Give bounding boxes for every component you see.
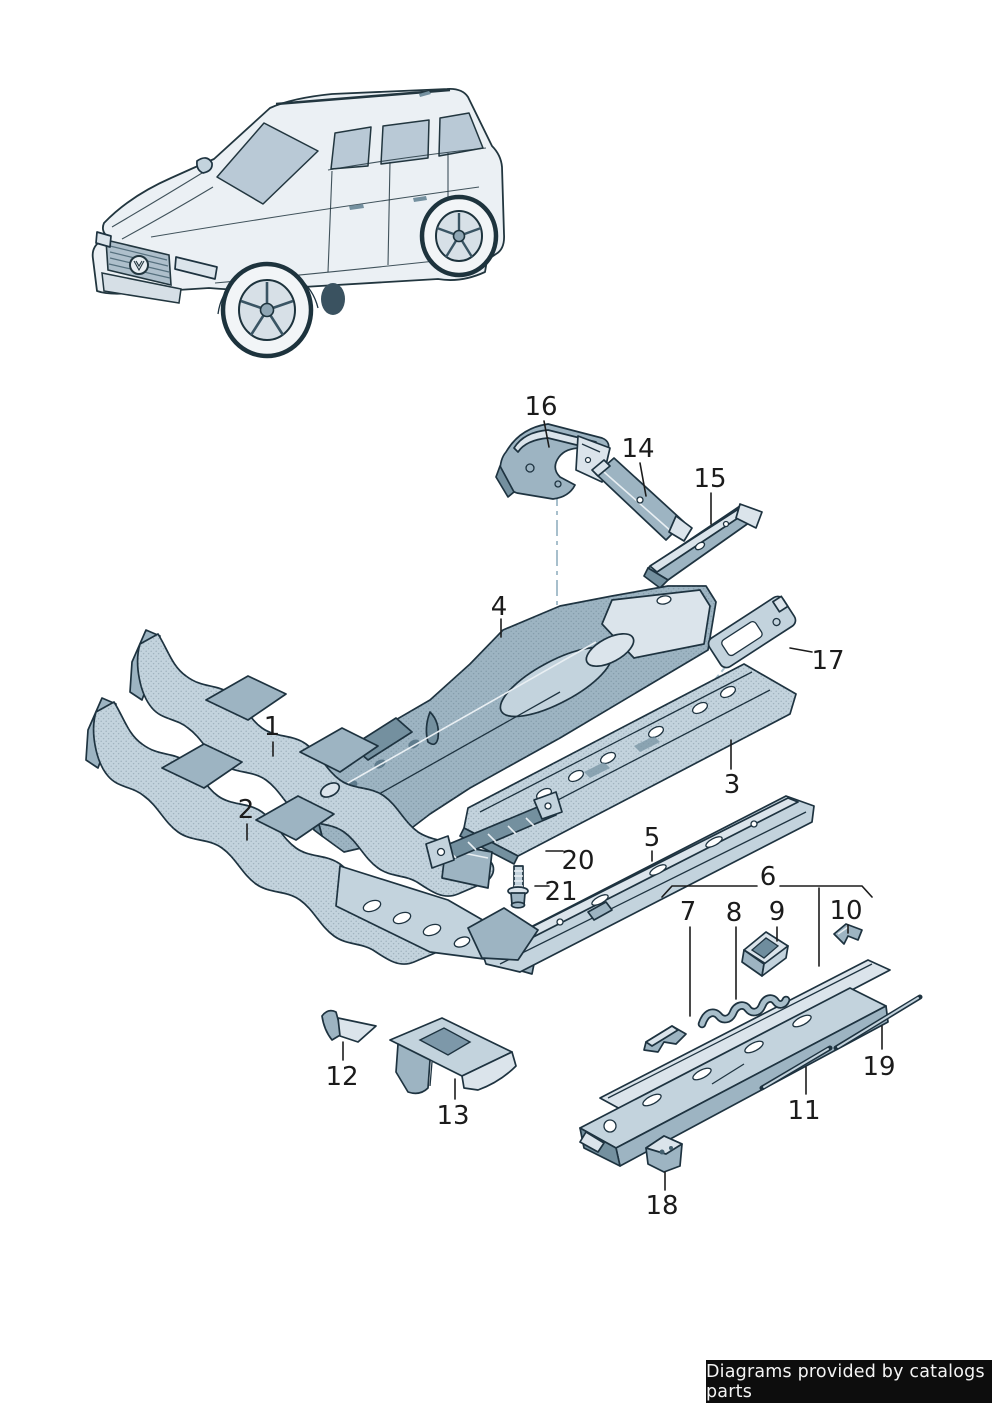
windshield bbox=[216, 122, 319, 205]
part-callout-18[interactable]: 18 bbox=[645, 1191, 678, 1221]
side-window bbox=[438, 112, 484, 157]
part-18-shape bbox=[645, 1135, 683, 1173]
part-10-shape bbox=[833, 923, 863, 945]
part-callout-3[interactable]: 3 bbox=[724, 770, 741, 800]
part-callout-1[interactable]: 1 bbox=[264, 712, 281, 742]
part-callout-20[interactable]: 20 bbox=[561, 846, 594, 876]
part-8-shape bbox=[697, 994, 791, 1029]
headlight bbox=[95, 231, 112, 248]
part-callout-10[interactable]: 10 bbox=[829, 896, 862, 926]
front-bumper bbox=[101, 272, 182, 304]
part-14-shape bbox=[591, 457, 693, 542]
part-callout-9[interactable]: 9 bbox=[769, 897, 786, 927]
side-window bbox=[330, 126, 372, 170]
leader-lines bbox=[246, 420, 883, 1191]
part-2-shape bbox=[85, 697, 539, 975]
part-callout-11[interactable]: 11 bbox=[787, 1096, 820, 1126]
part-callout-7[interactable]: 7 bbox=[680, 897, 697, 927]
headlight bbox=[174, 256, 218, 280]
part-callout-6[interactable]: 6 bbox=[760, 862, 777, 892]
part-17-shape bbox=[707, 595, 797, 669]
door-handles bbox=[349, 196, 427, 210]
side-window bbox=[380, 119, 430, 165]
far-wheel-shadow bbox=[321, 283, 345, 315]
part-20-shape bbox=[425, 791, 563, 869]
vehicle-illustration bbox=[91, 88, 505, 359]
part-5-shape bbox=[467, 795, 815, 973]
part-12-shape bbox=[321, 1009, 377, 1043]
part-callout-13[interactable]: 13 bbox=[436, 1101, 469, 1131]
part-callout-15[interactable]: 15 bbox=[693, 464, 726, 494]
part-16-shape bbox=[495, 423, 611, 500]
rear-wheel bbox=[419, 194, 499, 278]
part-7-shape bbox=[643, 1025, 687, 1053]
part-callout-2[interactable]: 2 bbox=[238, 795, 255, 825]
part-callout-5[interactable]: 5 bbox=[644, 823, 661, 853]
part-21-shape bbox=[507, 865, 529, 909]
part-6-shape bbox=[579, 959, 891, 1167]
part-callout-4[interactable]: 4 bbox=[491, 592, 508, 622]
footer-credit-bar: Diagrams provided by catalogs parts bbox=[706, 1360, 992, 1403]
part-callout-16[interactable]: 16 bbox=[524, 392, 557, 422]
part-callout-12[interactable]: 12 bbox=[325, 1062, 358, 1092]
part-4-shape bbox=[305, 585, 717, 853]
front-wheel bbox=[220, 261, 314, 359]
part-19-shape bbox=[833, 994, 923, 1051]
footer-credit-text: Diagrams provided by catalogs parts bbox=[706, 1361, 985, 1402]
part-callout-8[interactable]: 8 bbox=[726, 898, 743, 928]
roof-rail bbox=[275, 88, 451, 106]
roof-antenna bbox=[419, 91, 431, 97]
side-mirror bbox=[196, 157, 213, 174]
part-callout-14[interactable]: 14 bbox=[621, 434, 654, 464]
part-11-shape bbox=[759, 1045, 833, 1091]
part-13-shape bbox=[389, 1017, 517, 1095]
part-callout-19[interactable]: 19 bbox=[862, 1052, 895, 1082]
part-15-shape bbox=[643, 503, 763, 589]
part-callout-17[interactable]: 17 bbox=[811, 646, 844, 676]
part-callout-21[interactable]: 21 bbox=[544, 877, 577, 907]
part-9-shape bbox=[741, 931, 789, 977]
part-1-shape bbox=[129, 629, 495, 897]
